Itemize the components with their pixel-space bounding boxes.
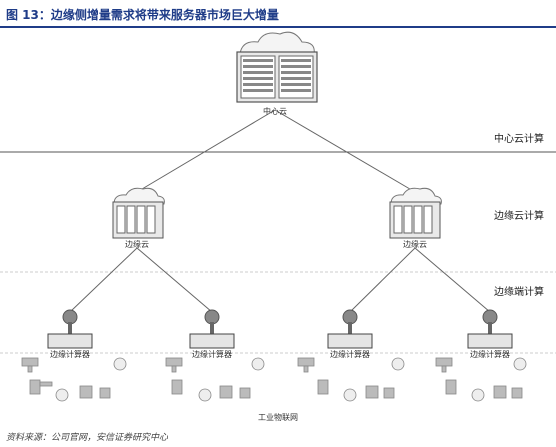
title-underline: [0, 26, 556, 28]
edge-cloud-left-label: 边缘云: [125, 239, 149, 249]
center-cloud-node: 中心云: [236, 31, 318, 116]
server-rack-icon: [236, 51, 318, 103]
fan-icon: [471, 388, 485, 402]
robot-arm-icon: [219, 385, 233, 399]
edge-gateway-2: 边缘计算器: [189, 309, 235, 359]
robot-arm-icon: [493, 385, 507, 399]
fan-icon: [198, 388, 212, 402]
camera-icon: [435, 357, 453, 373]
router-icon: [62, 309, 78, 325]
iot-label: 工业物联网: [258, 412, 298, 422]
fan-icon: [343, 388, 357, 402]
camera-icon: [297, 357, 315, 373]
robot-arm-icon: [317, 379, 329, 395]
robot-arm-icon: [79, 385, 93, 399]
edge-device-label: 边缘计算器: [470, 349, 510, 359]
robot-arm-icon: [29, 379, 53, 395]
camera-icon: [383, 387, 395, 399]
router-icon: [342, 309, 358, 325]
router-icon: [482, 309, 498, 325]
layer-label-edge-gateway: 边缘端计算: [494, 287, 544, 298]
robot-arm-icon: [445, 379, 457, 395]
robot-arm-icon: [171, 379, 183, 395]
fan-icon: [113, 357, 127, 371]
camera-icon: [21, 357, 39, 373]
layer-label-center: 中心云计算: [494, 134, 544, 145]
edge-cloud-left-node: 边缘云: [112, 187, 165, 249]
router-icon: [204, 309, 220, 325]
center-cloud-label: 中心云: [263, 106, 287, 116]
fan-icon: [391, 357, 405, 371]
camera-icon: [99, 387, 111, 399]
cloud-icon: [390, 187, 442, 205]
figure-title: 图 13：边缘侧增量需求将带来服务器市场巨大增量: [6, 8, 279, 22]
server-rack-icon: [112, 201, 164, 239]
fan-icon: [55, 388, 69, 402]
source-note: 资料来源：公司官网，安信证券研究中心: [6, 433, 169, 443]
camera-icon: [511, 387, 523, 399]
iot-devices: [21, 357, 527, 402]
camera-icon: [165, 357, 183, 373]
edge-gateway-4: 边缘计算器: [467, 309, 513, 359]
connection-lines: [69, 109, 491, 313]
server-rack-icon: [389, 201, 441, 239]
edge-cloud-right-label: 边缘云: [403, 239, 427, 249]
cloud-icon: [239, 31, 315, 55]
cloud-icon: [113, 187, 165, 205]
edge-device-label: 边缘计算器: [50, 349, 90, 359]
robot-arm-icon: [365, 385, 379, 399]
fan-icon: [513, 357, 527, 371]
edge-device-label: 边缘计算器: [330, 349, 370, 359]
edge-cloud-right-node: 边缘云: [389, 187, 442, 249]
camera-icon: [239, 387, 251, 399]
edge-gateway-1: 边缘计算器: [47, 309, 93, 359]
edge-device-label: 边缘计算器: [192, 349, 232, 359]
fan-icon: [251, 357, 265, 371]
layer-label-edge-cloud: 边缘云计算: [494, 211, 544, 222]
edge-gateway-3: 边缘计算器: [327, 309, 373, 359]
